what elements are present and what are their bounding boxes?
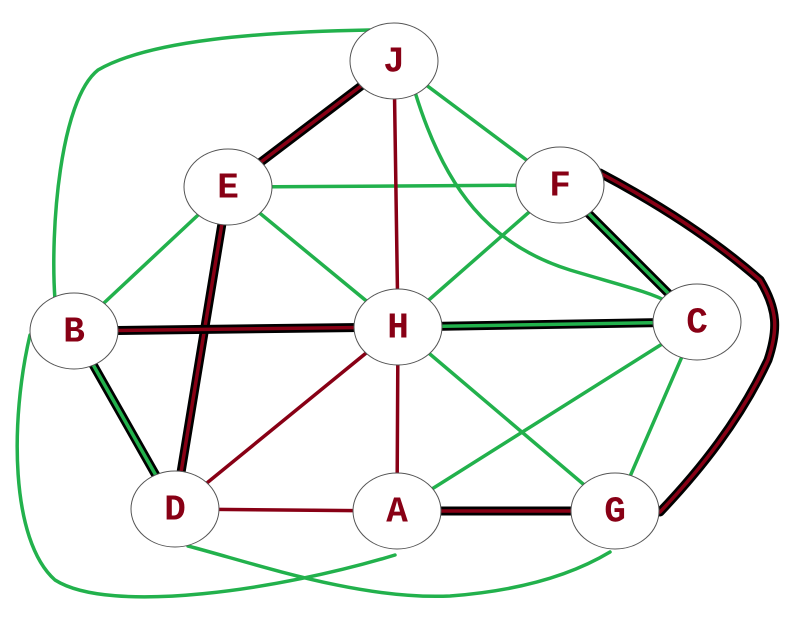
edge-J-C bbox=[413, 90, 670, 304]
edge-stroke-H-G bbox=[396, 325, 617, 513]
node-label-H: H bbox=[387, 308, 409, 349]
node-label-F: F bbox=[549, 166, 571, 207]
edge-stroke-B-A bbox=[15, 333, 397, 599]
edge-stroke-D-G bbox=[186, 544, 612, 599]
node-label-E: E bbox=[217, 168, 239, 209]
edge-D-G bbox=[186, 544, 612, 599]
edge-B-A bbox=[15, 333, 397, 599]
node-F: F bbox=[515, 146, 605, 224]
edge-B-H bbox=[69, 322, 403, 336]
node-C: C bbox=[652, 283, 742, 361]
edge-C-A bbox=[395, 320, 699, 513]
edge-H-G bbox=[396, 325, 617, 513]
edge-H-C bbox=[393, 317, 702, 332]
edge-stroke-J-C bbox=[413, 90, 670, 304]
node-D: D bbox=[130, 470, 220, 548]
node-label-B: B bbox=[63, 312, 85, 353]
node-circle-G bbox=[570, 472, 660, 550]
node-label-G: G bbox=[604, 492, 626, 533]
node-label-C: C bbox=[686, 303, 708, 344]
nodes-layer: J E F B H C D A G bbox=[29, 22, 742, 550]
edge-H-D bbox=[173, 325, 400, 511]
node-J: J bbox=[349, 22, 439, 100]
node-circle-A bbox=[352, 472, 442, 550]
node-label-D: D bbox=[164, 490, 186, 531]
node-circle-D bbox=[130, 470, 220, 548]
edge-core-B-H bbox=[72, 325, 400, 333]
edge-E-D bbox=[170, 182, 233, 514]
edge-stroke-J-H bbox=[392, 59, 400, 329]
node-circle-H bbox=[353, 288, 443, 366]
node-E: E bbox=[183, 148, 273, 226]
edge-F-G bbox=[595, 168, 780, 517]
node-B: B bbox=[29, 292, 119, 370]
node-A: A bbox=[352, 472, 442, 550]
edge-stroke-E-F bbox=[226, 183, 562, 189]
node-circle-J bbox=[349, 22, 439, 100]
node-label-J: J bbox=[383, 42, 405, 83]
node-G: G bbox=[570, 472, 660, 550]
edge-core-E-D bbox=[173, 185, 230, 511]
edge-core-H-C bbox=[396, 320, 699, 329]
edge-E-F bbox=[226, 183, 562, 189]
edge-J-H bbox=[392, 59, 400, 329]
edge-stroke-C-A bbox=[395, 320, 699, 513]
node-circle-C bbox=[652, 283, 742, 361]
edge-J-B bbox=[52, 28, 372, 302]
edge-core-F-G bbox=[598, 171, 777, 514]
edge-stroke-H-D bbox=[173, 325, 400, 511]
edge-stroke-J-B bbox=[52, 28, 372, 302]
node-circle-E bbox=[183, 148, 273, 226]
node-circle-B bbox=[29, 292, 119, 370]
node-H: H bbox=[353, 288, 443, 366]
node-circle-F bbox=[515, 146, 605, 224]
node-label-A: A bbox=[386, 492, 408, 533]
